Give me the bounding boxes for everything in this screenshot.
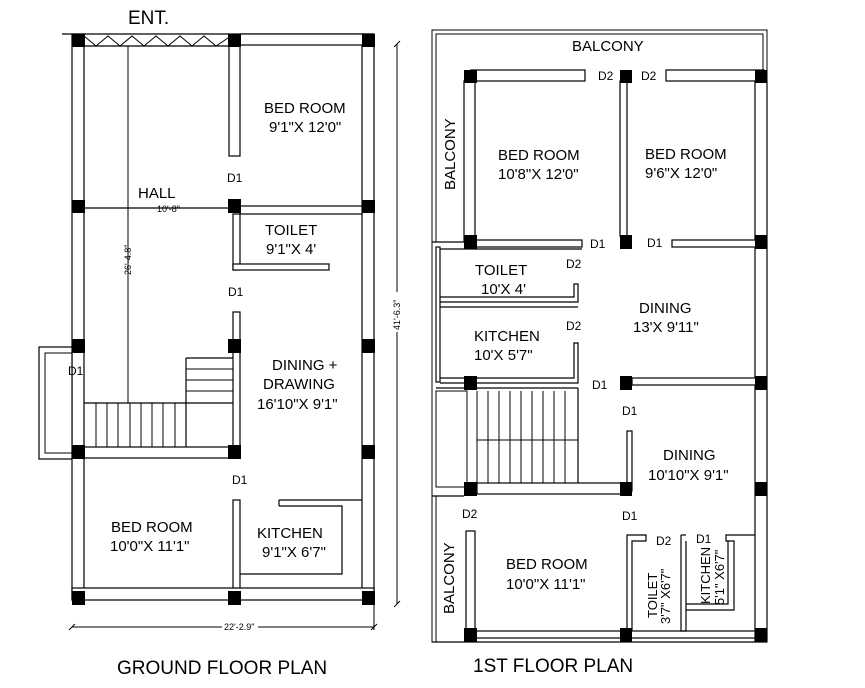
room-label: BED ROOM	[645, 146, 727, 163]
door-tag: D2	[566, 257, 582, 271]
door-tag: D1	[622, 404, 638, 418]
gf-staircase	[83, 357, 235, 459]
room-size: 10'X 5'7"	[474, 347, 533, 364]
room-label: KITCHEN	[257, 525, 323, 542]
door-tag: D2	[598, 69, 614, 83]
room-size: 10'X 4'	[481, 281, 526, 298]
room-size: 3'7" X6'7"	[658, 568, 673, 624]
room-size: 10'8"X 12'0"	[498, 166, 579, 183]
room-size: 5'1" X6'7"	[712, 549, 727, 605]
room-size: 9'1"X 12'0"	[269, 119, 341, 136]
gf-columns	[72, 34, 375, 605]
door-tag: D2	[656, 534, 672, 548]
room-size: 13'X 9'11"	[633, 319, 699, 336]
door-tag: D1	[696, 532, 712, 546]
door-tag: D1	[228, 285, 244, 299]
ff-bottom-wall	[474, 630, 756, 639]
gf-left-wall	[71, 33, 85, 601]
first-floor-plan: BALCONY BALCONY BALCONY BED ROOM 10'8"X …	[431, 29, 768, 677]
door-tag: D2	[566, 319, 582, 333]
balcony-label: BALCONY	[441, 542, 458, 614]
gf-toilet-left-wall	[232, 213, 241, 271]
first-floor-title: 1ST FLOOR PLAN	[473, 656, 633, 677]
door-tag: D1	[647, 236, 663, 250]
room-label: TOILET	[645, 573, 660, 618]
ff-staircase	[435, 387, 628, 495]
room-label: KITCHEN	[698, 547, 713, 604]
ff-wall	[470, 69, 586, 82]
room-size: 9'1"X 6'7"	[262, 544, 326, 561]
gf-bottom-wall	[71, 587, 375, 601]
gf-toilet-top-wall	[239, 205, 363, 215]
room-label: DINING	[639, 300, 692, 317]
room-label: DINING	[663, 447, 716, 464]
room-label: TOILET	[475, 262, 527, 279]
door-tag: D1	[68, 364, 84, 378]
ff-wall	[470, 239, 583, 248]
ground-floor-plan: ENT.	[38, 8, 403, 679]
ff-wall	[619, 80, 628, 237]
gf-top-wall-right	[239, 33, 365, 46]
room-label: DINING +	[272, 357, 338, 374]
room-size: 9'6"X 12'0"	[645, 165, 717, 182]
door-tag: D2	[462, 507, 478, 521]
rolling-shutter	[83, 35, 229, 47]
ff-wall	[465, 530, 476, 637]
door-tag: D2	[641, 69, 657, 83]
room-label: TOILET	[265, 222, 317, 239]
room-label: BED ROOM	[111, 519, 193, 536]
entrance-label: ENT.	[128, 8, 169, 29]
gf-bed-partition	[228, 45, 241, 157]
door-tag: D1	[590, 237, 606, 251]
room-size: 16'10"X 9'1"	[257, 396, 338, 413]
overall-width-label: 22'-2.9"	[224, 622, 254, 632]
gf-dining-partition	[232, 311, 241, 459]
hall-length-label: 26'-4.8"	[123, 245, 133, 275]
ff-right-wall	[754, 80, 768, 642]
room-size: 10'0"X 11'1"	[506, 576, 586, 593]
balcony-label: BALCONY	[572, 38, 644, 55]
ff-columns	[464, 70, 767, 642]
room-label: KITCHEN	[474, 328, 540, 345]
gf-kitchen-partition	[232, 499, 241, 589]
balcony-label: BALCONY	[442, 118, 459, 190]
ground-floor-title: GROUND FLOOR PLAN	[117, 658, 327, 679]
room-label: HALL	[138, 185, 176, 202]
gf-right-wall	[361, 33, 375, 601]
room-label: BED ROOM	[506, 556, 588, 573]
room-label: DRAWING	[263, 376, 335, 393]
ff-wall	[463, 80, 476, 242]
door-tag: D1	[232, 473, 248, 487]
room-label: BED ROOM	[264, 100, 346, 117]
door-tag: D1	[592, 378, 608, 392]
overall-length-label: 41'-6.3"	[392, 300, 402, 330]
room-size: 10'10"X 9'1"	[648, 467, 729, 484]
room-size: 9'1"X 4'	[266, 241, 316, 258]
hall-width-label: 10'-8"	[157, 204, 180, 214]
ff-wall	[665, 69, 765, 82]
gf-toilet-bottom-wall	[232, 263, 330, 271]
ff-wall	[435, 246, 441, 383]
room-label: BED ROOM	[498, 147, 580, 164]
ff-wall	[671, 239, 757, 248]
ff-wall	[631, 377, 757, 386]
door-tag: D1	[622, 509, 638, 523]
door-tag: D1	[227, 171, 243, 185]
room-size: 10'0"X 11'1"	[110, 538, 190, 555]
